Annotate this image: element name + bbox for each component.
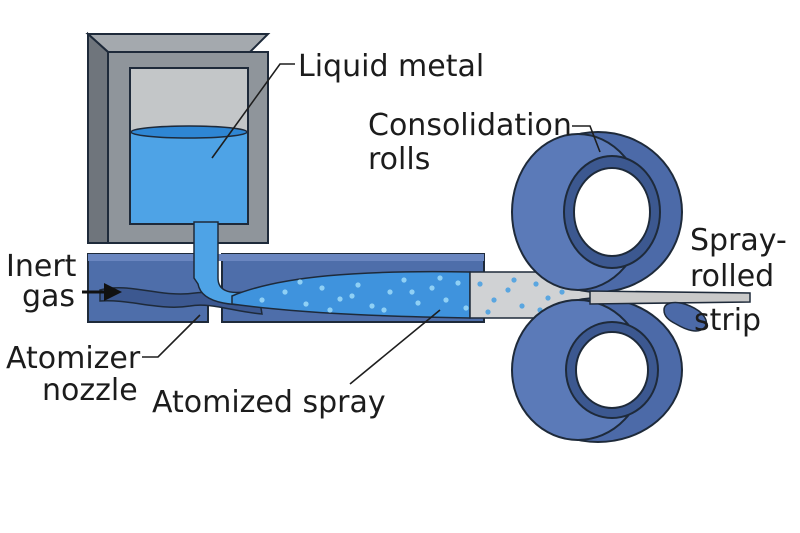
spray-droplet: [381, 307, 387, 313]
spray-droplet: [559, 289, 565, 295]
label-atomizer-nozzle-line1: Atomizer: [6, 341, 141, 376]
spray-droplet: [259, 297, 265, 303]
spray-droplet: [415, 300, 421, 306]
spray-droplet: [485, 309, 491, 315]
label-spray-rolled-strip-line1: Spray-: [690, 223, 787, 258]
upper-roll-bore-hole: [573, 167, 651, 257]
spray-rolled-strip: [589, 290, 751, 305]
spray-droplet: [463, 305, 469, 311]
crucible: [85, 31, 271, 244]
label-liquid-metal: Liquid metal: [298, 49, 484, 84]
spray-droplet: [349, 293, 355, 299]
lower-roll: [511, 297, 683, 443]
spray-droplet: [319, 285, 325, 291]
spray-droplet: [401, 277, 407, 283]
spray-droplet: [297, 279, 303, 285]
crucible-left-face: [87, 31, 109, 244]
spray-droplet: [511, 277, 517, 283]
spray-droplet: [369, 303, 375, 309]
label-atomized-spray: Atomized spray: [152, 385, 386, 420]
spray-droplet: [282, 289, 288, 295]
label-consolidation-rolls-line1: Consolidation: [368, 108, 572, 143]
spray-droplet: [437, 275, 443, 281]
spray-droplet: [491, 297, 497, 303]
spray-droplet: [545, 295, 551, 301]
spray-droplet: [505, 287, 511, 293]
spray-droplet: [429, 285, 435, 291]
spray-droplet: [337, 296, 343, 302]
label-spray-rolled-strip-line2: rolled: [690, 259, 774, 294]
leader-atomized-spray: [349, 309, 441, 385]
spray-droplet: [533, 281, 539, 287]
spray-droplet: [519, 303, 525, 309]
strip-curl: [663, 301, 708, 332]
spray-droplet: [409, 289, 415, 295]
spray-droplet: [443, 297, 449, 303]
spray-droplet: [387, 289, 393, 295]
label-atomizer-nozzle-line2: nozzle: [42, 373, 138, 408]
spray-droplet: [455, 280, 461, 286]
spray-droplets: [259, 275, 579, 315]
labels: Liquid metal Consolidation rolls Inert g…: [6, 49, 787, 420]
spray-droplet: [327, 307, 333, 313]
inert-gas-arrow-icon: [104, 283, 122, 301]
lower-roll-bore-hole: [575, 331, 649, 409]
nozzle-top-edge: [88, 254, 484, 261]
leader-lines: [142, 63, 601, 385]
liquid-metal-pool: [131, 132, 247, 223]
label-spray-rolled-strip-line3: strip: [694, 303, 761, 338]
crucible-top-face: [85, 33, 271, 53]
liquid-metal-surface: [130, 125, 248, 139]
leader-consolidation-rolls: [572, 125, 601, 153]
label-inert-gas-line2: gas: [22, 279, 75, 314]
leader-liquid-metal: [211, 63, 295, 159]
label-consolidation-rolls-line2: rolls: [368, 142, 430, 177]
spray-droplet: [303, 301, 309, 307]
spray-droplet: [355, 282, 361, 288]
label-inert-gas-line1: Inert: [6, 249, 77, 284]
upper-roll: [511, 131, 683, 293]
spray-droplet: [477, 281, 483, 287]
leader-atomizer-nozzle: [142, 314, 201, 358]
